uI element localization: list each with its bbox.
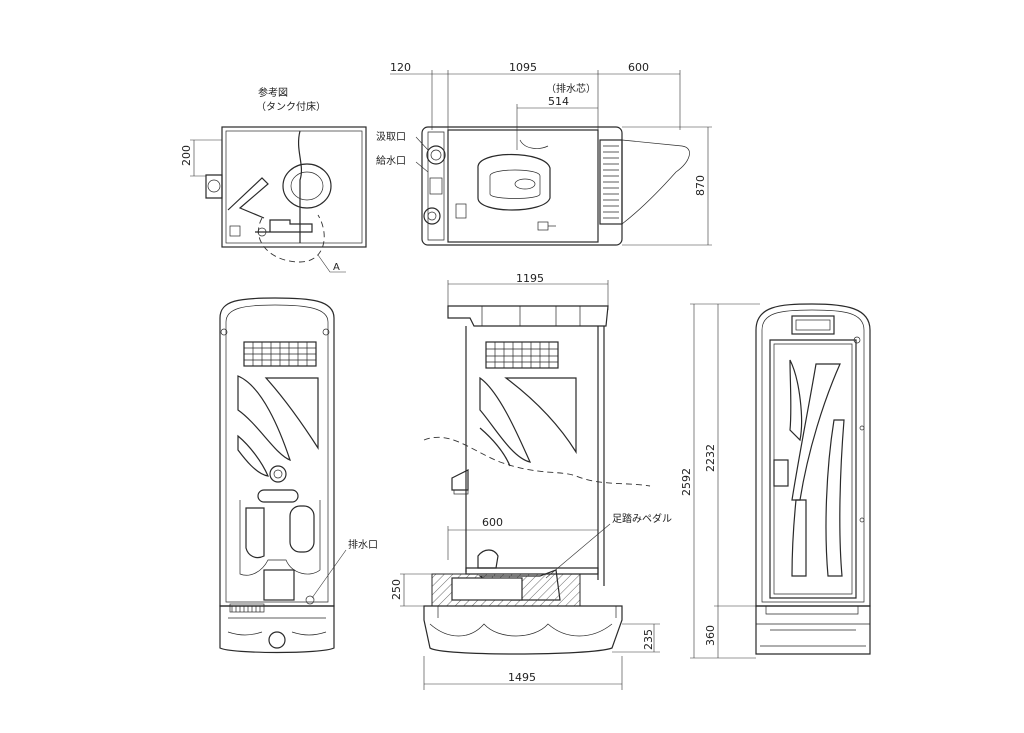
- reference-detail-circle: [258, 214, 325, 263]
- dim-514: 514: [548, 95, 569, 108]
- front-door-handle: [773, 459, 789, 487]
- plan-body: [421, 126, 623, 246]
- rear-base: [219, 605, 335, 654]
- reference-tab: [205, 174, 223, 199]
- rear-body-outline: [219, 297, 335, 607]
- side-walls: [465, 326, 605, 586]
- reference-subtitle: （タンク付床）: [256, 100, 326, 113]
- intake-port-circle: [426, 145, 446, 165]
- dim-1095: 1095: [509, 61, 537, 74]
- reference-outline: [221, 126, 367, 248]
- rear-elevation: 排水口: [219, 297, 378, 654]
- side-base: [423, 605, 623, 655]
- detail-mark: A: [333, 262, 340, 273]
- drain-center-label: （排水芯）: [546, 82, 596, 95]
- foot-pedal-label: 足踏みペダル: [612, 512, 672, 525]
- drain-port-label: 排水口: [348, 538, 378, 551]
- dim-2592: 2592: [680, 468, 693, 496]
- dim-2232: 2232: [704, 444, 717, 472]
- dim-600-inner: 600: [482, 516, 503, 529]
- supply-port-circle: [423, 207, 441, 225]
- supply-port-label: 給水口: [376, 154, 406, 167]
- front-body-outline: [755, 303, 871, 607]
- rear-drain-box: [263, 569, 295, 601]
- intake-port-label: 汲取口: [376, 130, 406, 143]
- dim-600-top: 600: [628, 61, 649, 74]
- front-base: [755, 605, 871, 655]
- reference-bowl: [282, 163, 332, 209]
- door-swing-line: [423, 436, 651, 487]
- front-sign-plate: [791, 315, 835, 335]
- side-rib-right: [504, 377, 577, 455]
- rear-rib-left: [237, 375, 291, 461]
- side-rib-left: [479, 376, 532, 463]
- front-elevation: 2592 2232 360: [680, 303, 871, 659]
- side-roof: [447, 305, 609, 327]
- dim-360: 360: [704, 625, 717, 646]
- plan-vent: [599, 139, 623, 225]
- top-plan-view: 120 1095 600 （排水芯） 514 870 汲取口 給水口: [376, 61, 712, 246]
- rear-rib-right: [264, 377, 319, 451]
- dim-250: 250: [390, 579, 403, 600]
- reference-partition: [297, 130, 303, 243]
- reference-plan-view: 参考図 （タンク付床） A 200: [180, 86, 367, 273]
- dim-870: 870: [694, 175, 707, 196]
- dim-200: 200: [180, 145, 193, 166]
- rear-base-hole: [268, 631, 286, 649]
- reference-arrow: [227, 177, 269, 219]
- plan-toilet-bowl: [477, 154, 551, 211]
- dim-1195: 1195: [516, 272, 544, 285]
- reference-title: 参考図: [258, 86, 288, 99]
- front-door: [769, 339, 857, 599]
- dim-1495: 1495: [508, 671, 536, 684]
- dim-235: 235: [642, 629, 655, 650]
- side-section: 1195 600 足踏みペダル 250: [390, 272, 672, 690]
- plan-cabin: [447, 129, 599, 243]
- dim-120: 120: [390, 61, 411, 74]
